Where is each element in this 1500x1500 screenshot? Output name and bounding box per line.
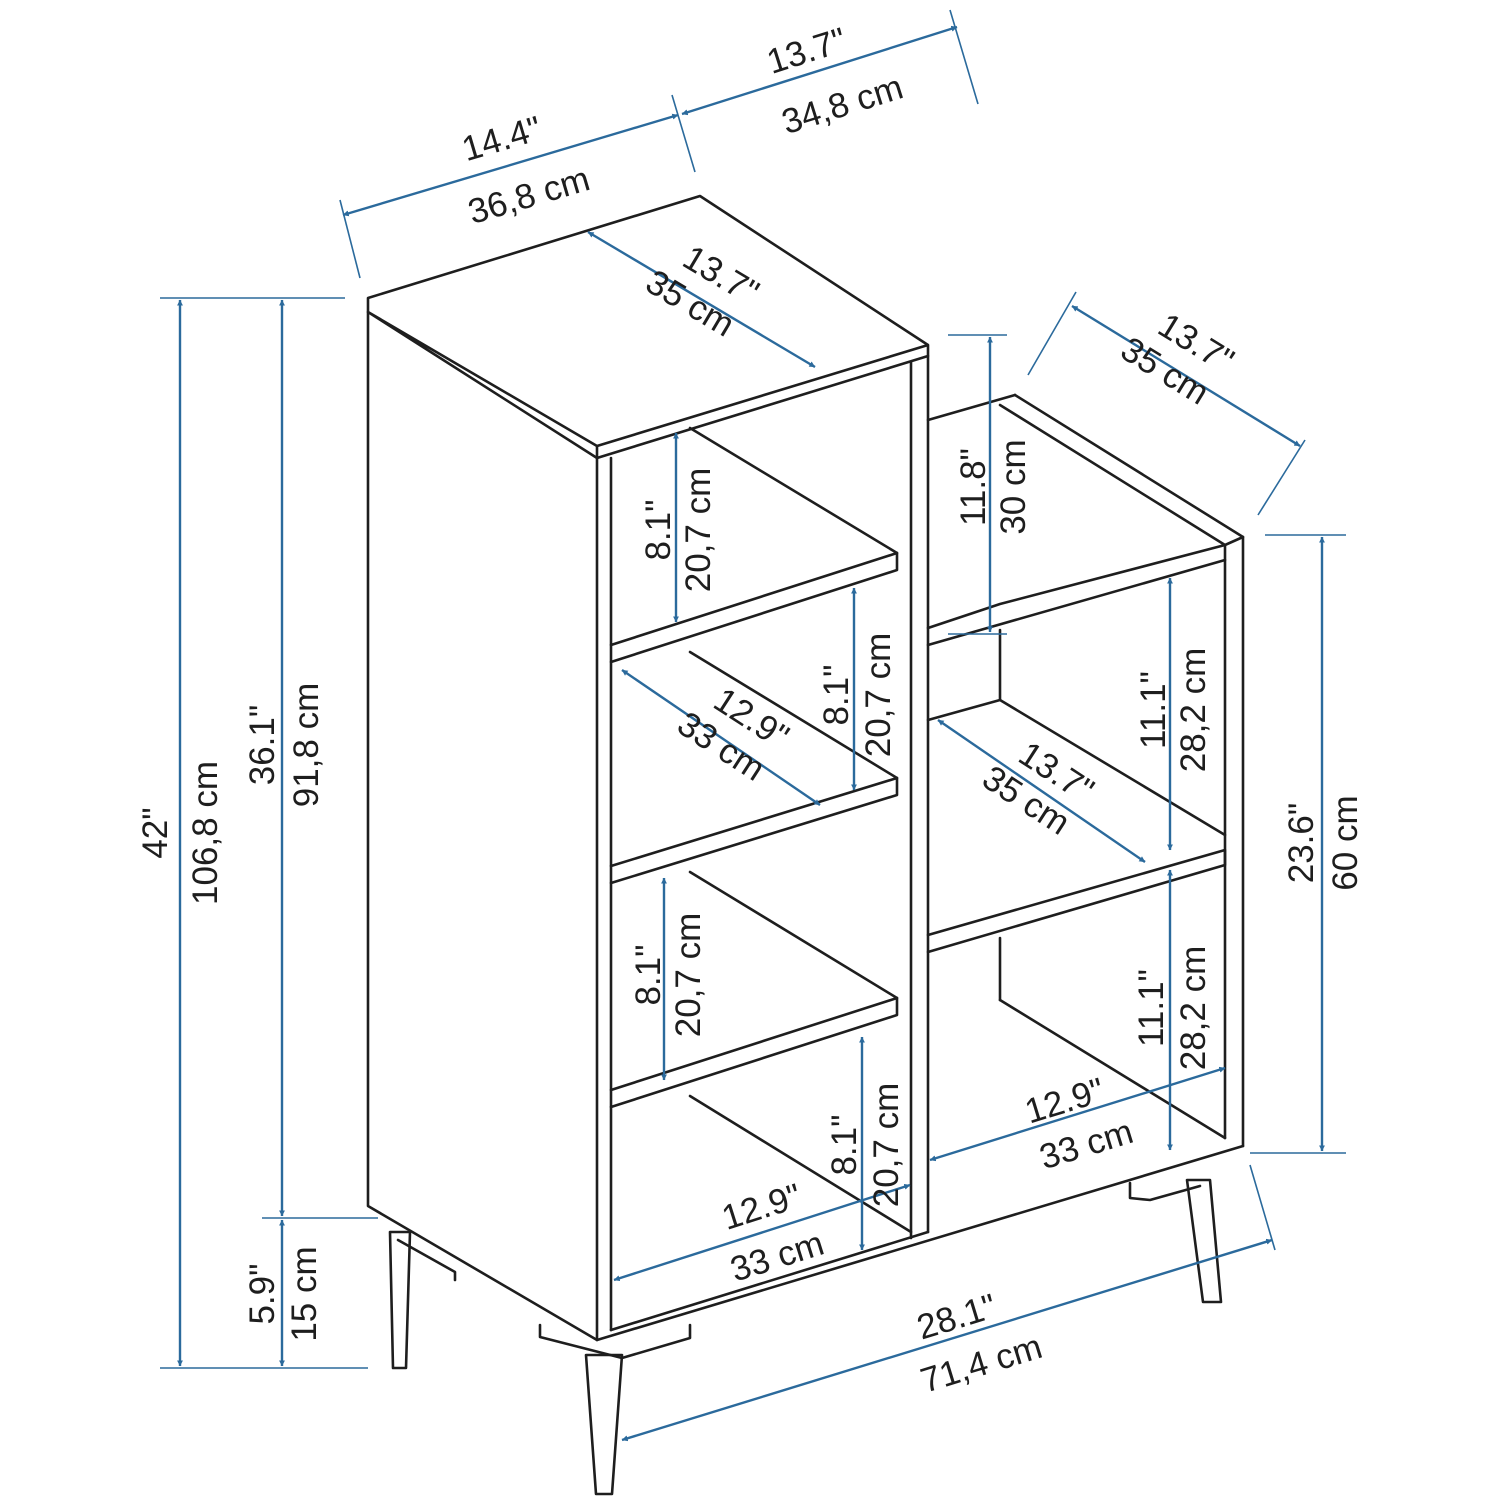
label-left-shelf-4-in: 8.1" — [825, 1114, 864, 1175]
left-shelf — [609, 996, 899, 1109]
dim-right-shelf-depth — [937, 719, 1146, 863]
label-top-gap-in: 11.8" — [954, 448, 993, 526]
top-board — [366, 194, 930, 460]
label-top-width-in: 14.4" — [458, 109, 546, 169]
label-body-height-cm: 91,8 cm — [287, 683, 326, 808]
dim-right-bottom-width — [929, 1066, 1226, 1162]
left-shelves — [609, 551, 899, 1109]
label-leg-height-cm: 15 cm — [285, 1246, 324, 1341]
dim-left-shelf-depth — [621, 669, 821, 806]
label-right-height-cm: 60 cm — [1326, 795, 1365, 890]
label-top-gap-cm: 30 cm — [994, 439, 1033, 534]
label-top-depth-in: 13.7" — [762, 20, 851, 81]
extension-lines — [160, 9, 1346, 1369]
label-top-width-cm: 36,8 cm — [464, 159, 594, 232]
dimension-lines — [177, 25, 1325, 1442]
label-total-height-cm: 106,8 cm — [186, 761, 225, 905]
left-side-panel — [366, 310, 599, 1342]
left-shelf — [609, 776, 899, 885]
dim-total-width — [621, 1238, 1273, 1442]
dim-top-depth — [681, 25, 958, 116]
dim-right-depth — [1071, 304, 1301, 448]
label-left-shelf-2-in: 8.1" — [817, 664, 856, 725]
label-right-shelf-1-cm: 28,2 cm — [1174, 648, 1213, 773]
shelf-unit-drawing — [366, 194, 1245, 1496]
dim-top-surface — [587, 230, 816, 369]
leg — [388, 1230, 412, 1370]
label-right-height-in: 23.6" — [1282, 803, 1321, 884]
dim-top-width — [342, 113, 679, 217]
label-left-shelf-3-in: 8.1" — [629, 944, 668, 1005]
label-left-shelf-1-cm: 20,7 cm — [679, 468, 718, 593]
label-left-shelf-4-cm: 20,7 cm — [867, 1083, 906, 1208]
label-right-shelf-2-cm: 28,2 cm — [1174, 946, 1213, 1071]
leg — [1185, 1178, 1223, 1304]
label-left-shelf-1-in: 8.1" — [639, 499, 678, 560]
leg — [584, 1353, 624, 1496]
label-right-shelf-1-in: 11.1" — [1134, 671, 1173, 749]
label-leg-height-in: 5.9" — [243, 1263, 282, 1324]
label-body-height-in: 36.1" — [243, 705, 282, 786]
label-left-shelf-2-cm: 20,7 cm — [859, 633, 898, 758]
label-left-shelf-3-cm: 20,7 cm — [669, 913, 708, 1038]
label-total-width-in: 28.1" — [912, 1287, 1000, 1348]
label-left-bottom-width-in: 12.9" — [717, 1176, 806, 1237]
left-shelf — [609, 551, 899, 664]
right-shelf — [926, 848, 1227, 954]
label-total-height-in: 42" — [136, 807, 175, 858]
label-right-shelf-2-in: 11.1" — [1132, 969, 1171, 1047]
